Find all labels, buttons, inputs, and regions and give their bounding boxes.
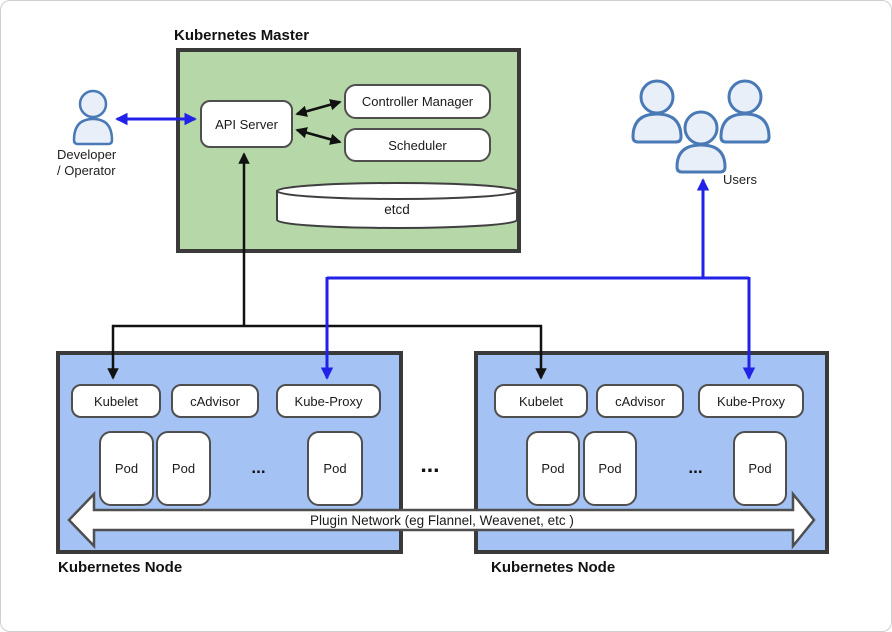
pod-box: Pod: [307, 431, 363, 506]
kubernetes-master-title: Kubernetes Master: [174, 27, 310, 44]
pod-box: Pod: [99, 431, 154, 506]
cadvisor-left-box: cAdvisor: [171, 384, 259, 418]
developer-label-line1: Developer: [57, 147, 117, 162]
pod-box: Pod: [526, 431, 580, 506]
kubernetes-node-left-title: Kubernetes Node: [58, 559, 183, 576]
kubernetes-node-right-title: Kubernetes Node: [491, 559, 616, 576]
controller-manager-box: Controller Manager: [344, 84, 491, 119]
pod-box: Pod: [733, 431, 787, 506]
users-icon: [631, 79, 771, 174]
developer-icon: [72, 89, 114, 146]
kube-proxy-left-box: Kube-Proxy: [276, 384, 381, 418]
pod-box: Pod: [583, 431, 637, 506]
api-server-box: API Server: [200, 100, 293, 148]
pods-ellipsis-left: ...: [251, 458, 266, 477]
users-label: Users: [723, 172, 757, 187]
scheduler-box: Scheduler: [344, 128, 491, 162]
pod-box: Pod: [156, 431, 211, 506]
kubelet-right-box: Kubelet: [494, 384, 588, 418]
developer-operator-label: Developer / Operator: [57, 147, 116, 179]
cadvisor-right-box: cAdvisor: [596, 384, 684, 418]
kubelet-left-box: Kubelet: [71, 384, 161, 418]
pods-ellipsis-right: ...: [688, 458, 703, 477]
developer-label-line2: / Operator: [57, 163, 116, 178]
kube-proxy-right-box: Kube-Proxy: [698, 384, 804, 418]
between-nodes-ellipsis: ...: [420, 451, 440, 477]
